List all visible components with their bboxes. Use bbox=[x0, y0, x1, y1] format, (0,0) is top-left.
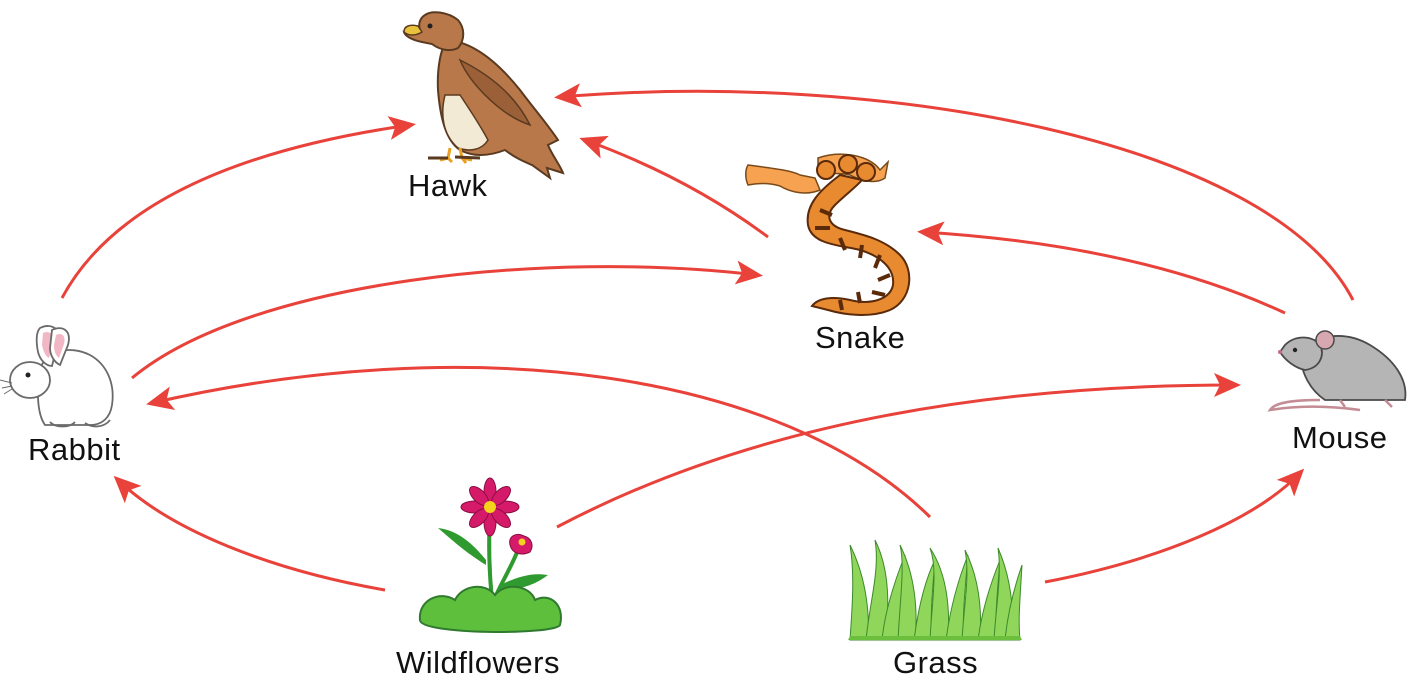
grass-icon bbox=[848, 540, 1022, 640]
hawk-icon bbox=[404, 12, 563, 178]
mouse-icon bbox=[1270, 331, 1405, 410]
arrow-wildflowers-to-rabbit bbox=[118, 480, 385, 590]
arrow-rabbit-to-hawk bbox=[62, 125, 410, 298]
wildflowers-icon bbox=[420, 478, 561, 632]
rabbit-label: Rabbit bbox=[28, 432, 121, 468]
arrow-mouse-to-snake bbox=[923, 232, 1285, 313]
wildflowers-label: Wildflowers bbox=[396, 645, 560, 681]
mouse-label: Mouse bbox=[1292, 420, 1388, 456]
hawk-label: Hawk bbox=[408, 168, 488, 204]
arrow-wildflowers-to-mouse bbox=[557, 385, 1235, 527]
snake-label: Snake bbox=[815, 320, 905, 356]
arrow-rabbit-to-snake bbox=[132, 267, 757, 378]
arrow-grass-to-mouse bbox=[1045, 473, 1300, 582]
snake-icon bbox=[746, 154, 910, 315]
grass-label: Grass bbox=[893, 645, 978, 681]
rabbit-icon bbox=[0, 326, 113, 427]
arrow-snake-to-hawk bbox=[585, 140, 768, 237]
arrow-grass-to-rabbit bbox=[152, 367, 930, 517]
